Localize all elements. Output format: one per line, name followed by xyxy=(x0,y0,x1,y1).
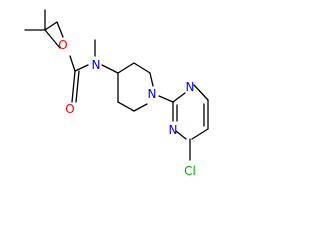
carbamate-group xyxy=(56,21,119,103)
bond xyxy=(56,21,64,38)
bond xyxy=(117,62,135,74)
pyrimidine-ring xyxy=(172,84,209,161)
bond xyxy=(193,84,209,101)
bond xyxy=(133,62,151,74)
pyrimidine-nitrogen-top-label: N xyxy=(186,80,195,94)
atom-labels: O O N N N N Cl xyxy=(58,38,196,178)
bond xyxy=(172,92,186,103)
pyrimidine-nitrogen-bottom-label: N xyxy=(169,123,178,137)
bond xyxy=(191,128,209,140)
chlorine-label: Cl xyxy=(184,164,196,178)
bond xyxy=(74,64,89,72)
bond xyxy=(44,21,58,31)
bond xyxy=(175,130,187,140)
bond xyxy=(71,70,76,103)
bond xyxy=(101,64,119,74)
bond xyxy=(117,101,135,112)
bond xyxy=(69,55,76,72)
bond xyxy=(133,103,148,112)
piperidine-nitrogen-label: N xyxy=(148,87,157,101)
bond xyxy=(75,70,80,103)
bond xyxy=(44,29,61,49)
carbonyl-oxygen-label: O xyxy=(65,102,74,116)
molecule-structure: O O N N N N Cl xyxy=(24,9,209,178)
bond xyxy=(158,95,174,103)
piperidine-ring xyxy=(117,62,154,112)
tert-butyl-group xyxy=(24,9,61,49)
ester-oxygen-label: O xyxy=(58,38,67,52)
bond xyxy=(149,72,154,87)
carbamate-nitrogen-label: N xyxy=(92,58,101,72)
